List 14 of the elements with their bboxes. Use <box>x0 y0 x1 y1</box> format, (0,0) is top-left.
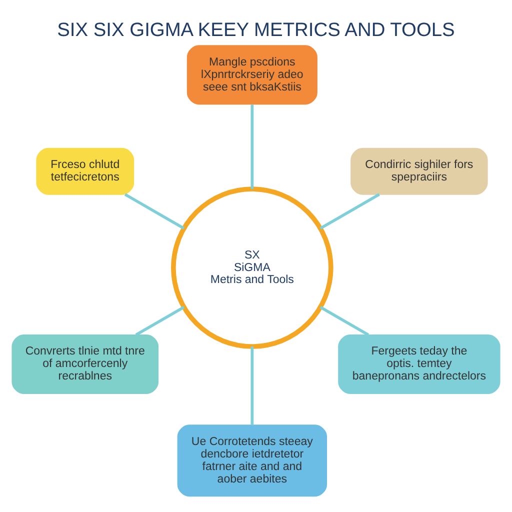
connector <box>135 305 185 336</box>
node-box: Mangle pscdions lXpnrtrckrseriy adeo seee snt bksaKstiis <box>186 44 318 104</box>
connector <box>320 305 370 336</box>
diagram-title: SIX SIX GIGMA KEEY METRICS AND TOOLS <box>57 20 455 41</box>
node-box: Condirric sighiler fors spepraciirs <box>350 147 488 194</box>
connector <box>320 192 380 230</box>
node-circle: SX SiGMA Metris and Tools <box>171 186 334 348</box>
node-box: Frceso chlutd tetfecicretons <box>36 147 134 194</box>
node-box: Fergeets teday the optis. temtey banepronans andrectelors <box>338 334 500 394</box>
node-box: Convrerts tlnie mtd tnre of amcorfercenly recrablnes <box>12 334 159 394</box>
connector <box>250 104 254 189</box>
connector <box>250 346 254 425</box>
node-box: Ue Corrotetends steeay dencbore ietdretetor fatrner aite and and aober aebites <box>177 424 328 496</box>
connector <box>124 192 185 230</box>
